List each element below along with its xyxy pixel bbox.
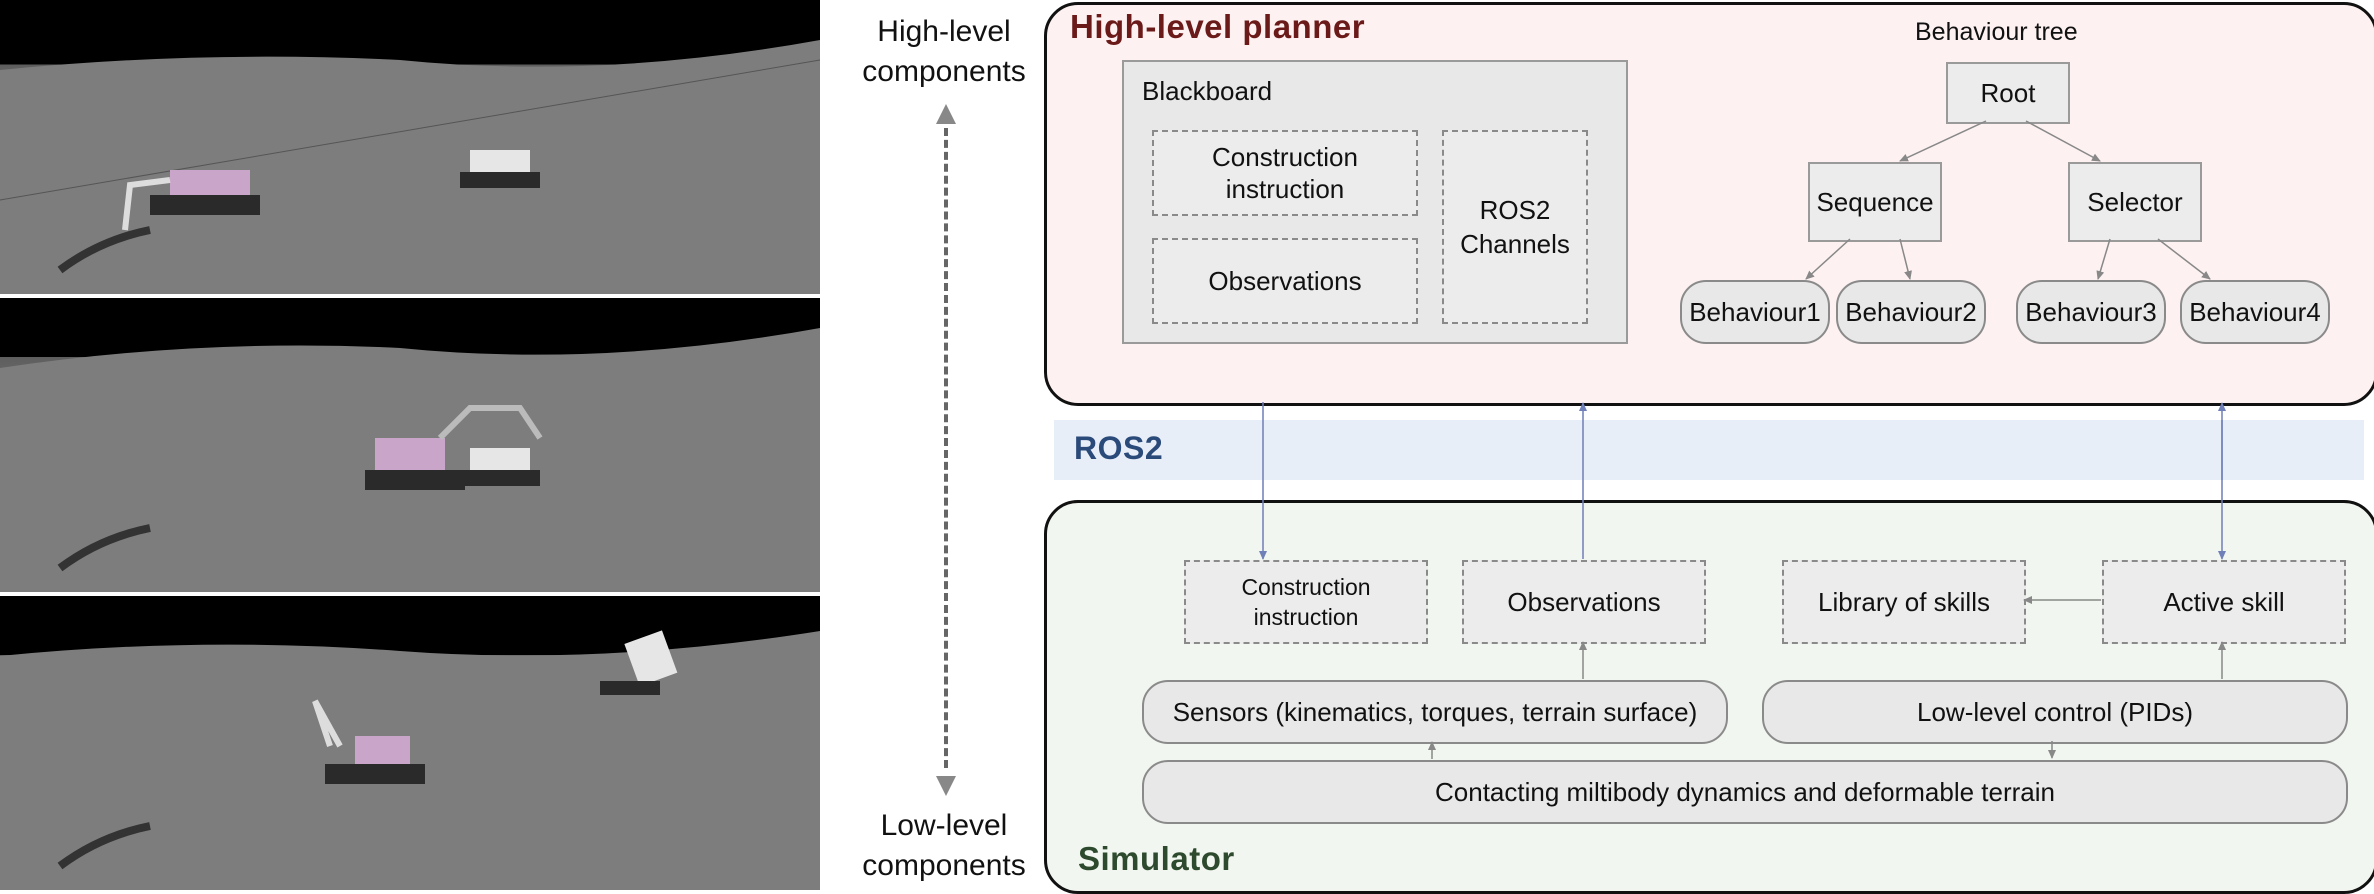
sim-active-skill: Active skill (2102, 560, 2346, 644)
blackboard-label: Blackboard (1142, 76, 1273, 106)
bb-construction-instruction: Construction instruction (1152, 130, 1418, 216)
bb-construction-line-2: instruction (1225, 174, 1345, 204)
sim-construction-line-2: instruction (1253, 604, 1359, 630)
behaviour-tree-label: Behaviour tree (1915, 18, 2078, 46)
low-level-line-1: Low-level (880, 809, 1008, 842)
bt-root-node: Root (1946, 62, 2070, 124)
sim-sensors: Sensors (kinematics, torques, terrain su… (1142, 680, 1728, 744)
dump-rover (460, 448, 540, 486)
bt-sequence-node: Sequence (1808, 162, 1942, 242)
high-level-label: High-level components (834, 12, 1054, 92)
level-axis-dashed-line (944, 128, 948, 768)
sim-dynamics: Contacting miltibody dynamics and deform… (1142, 760, 2348, 824)
sim-render-panel-1 (0, 0, 820, 294)
low-level-label: Low-level components (834, 806, 1054, 886)
bt-selector-node: Selector (2068, 162, 2202, 242)
bt-behaviour3-node: Behaviour3 (2016, 280, 2166, 344)
sim-observations: Observations (1462, 560, 1706, 644)
low-level-line-2: components (862, 849, 1026, 882)
excavator-rover (312, 699, 425, 784)
bb-construction-line-1: Construction (1212, 142, 1358, 172)
bb-ros2-line-1: ROS2 (1479, 195, 1551, 225)
high-level-line-2: components (862, 55, 1026, 88)
bt-behaviour1-node: Behaviour1 (1680, 280, 1830, 344)
ros2-label: ROS2 (1074, 430, 1164, 466)
ros2-band (1054, 420, 2364, 480)
bt-behaviour2-node: Behaviour2 (1836, 280, 1986, 344)
excavator-rover (365, 405, 543, 490)
bb-observations: Observations (1152, 238, 1418, 324)
sim-render-panel-3 (0, 596, 820, 890)
excavator-rover (122, 170, 260, 231)
sim-render-panel-2 (0, 298, 820, 592)
bb-ros2-channels: ROS2 Channels (1442, 130, 1588, 324)
simulator-title: Simulator (1078, 840, 1235, 877)
sim-construction-instruction: Construction instruction (1184, 560, 1428, 644)
sim-low-level-control: Low-level control (PIDs) (1762, 680, 2348, 744)
bb-ros2-line-2: Channels (1460, 229, 1570, 259)
high-level-planner-title: High-level planner (1070, 8, 1366, 45)
sim-construction-line-1: Construction (1241, 574, 1371, 600)
high-level-line-1: High-level (877, 15, 1011, 48)
sim-library-of-skills: Library of skills (1782, 560, 2026, 644)
dump-rover (460, 150, 540, 188)
bt-behaviour4-node: Behaviour4 (2180, 280, 2330, 344)
dump-rover (600, 630, 678, 695)
